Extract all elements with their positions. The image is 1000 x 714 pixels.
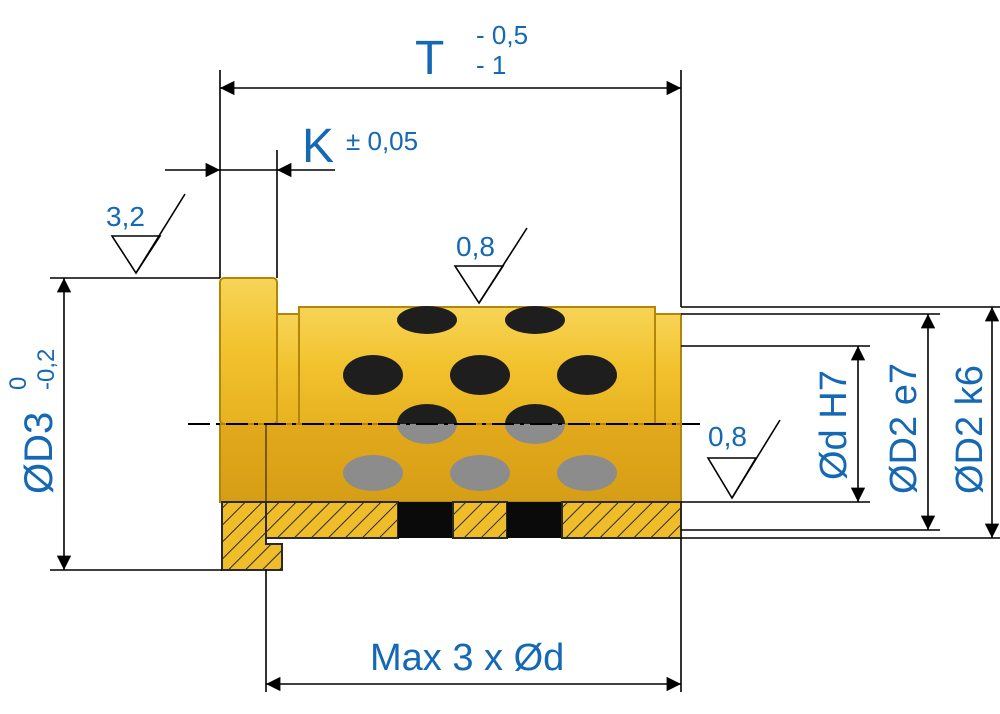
flange-width-symbol: K	[302, 120, 334, 173]
bushing-body	[188, 277, 700, 571]
outer-diameter-e7-label: ØD2 e7	[883, 363, 925, 494]
roughness-symbol-flange	[110, 193, 186, 275]
roughness-symbol-outer	[453, 227, 528, 305]
max-length-label: Max 3 x Ød	[370, 637, 564, 679]
dimension-lines	[50, 70, 1000, 692]
graphite-plugs-outer	[343, 306, 617, 424]
section-sleeve-1	[265, 501, 399, 539]
flange-diameter-tol-lower: -0,2	[33, 349, 60, 390]
flange-diameter-tol-upper: 0	[5, 377, 32, 390]
section-sleeve-3	[561, 501, 682, 539]
flange-diameter-text: ØD3	[17, 412, 61, 494]
flange-roughness-value: 3,2	[106, 201, 145, 232]
flange-diameter-label: ØD3 0 -0,2	[5, 349, 61, 494]
total-length-tol-lower: - 1	[476, 50, 506, 80]
bore-roughness-value: 0,8	[708, 421, 747, 452]
bore-diameter-label: Ød H7	[813, 370, 855, 480]
outer-diameter-k6-label: ØD2 k6	[949, 365, 991, 494]
section-plug-1	[398, 502, 453, 538]
neck-upper	[276, 313, 300, 425]
graphite-plugs-bore	[343, 424, 617, 491]
section-plug-2	[507, 502, 562, 538]
sleeve-end-upper	[654, 313, 682, 425]
total-length-tol-upper: - 0,5	[476, 20, 528, 50]
flange-upper	[219, 277, 278, 425]
outer-roughness-value: 0,8	[456, 231, 495, 262]
flange-width-tolerance: ± 0,05	[346, 126, 418, 156]
roughness-symbol-bore	[706, 419, 781, 500]
section-sleeve-2	[452, 501, 508, 539]
total-length-symbol: T	[415, 32, 444, 85]
